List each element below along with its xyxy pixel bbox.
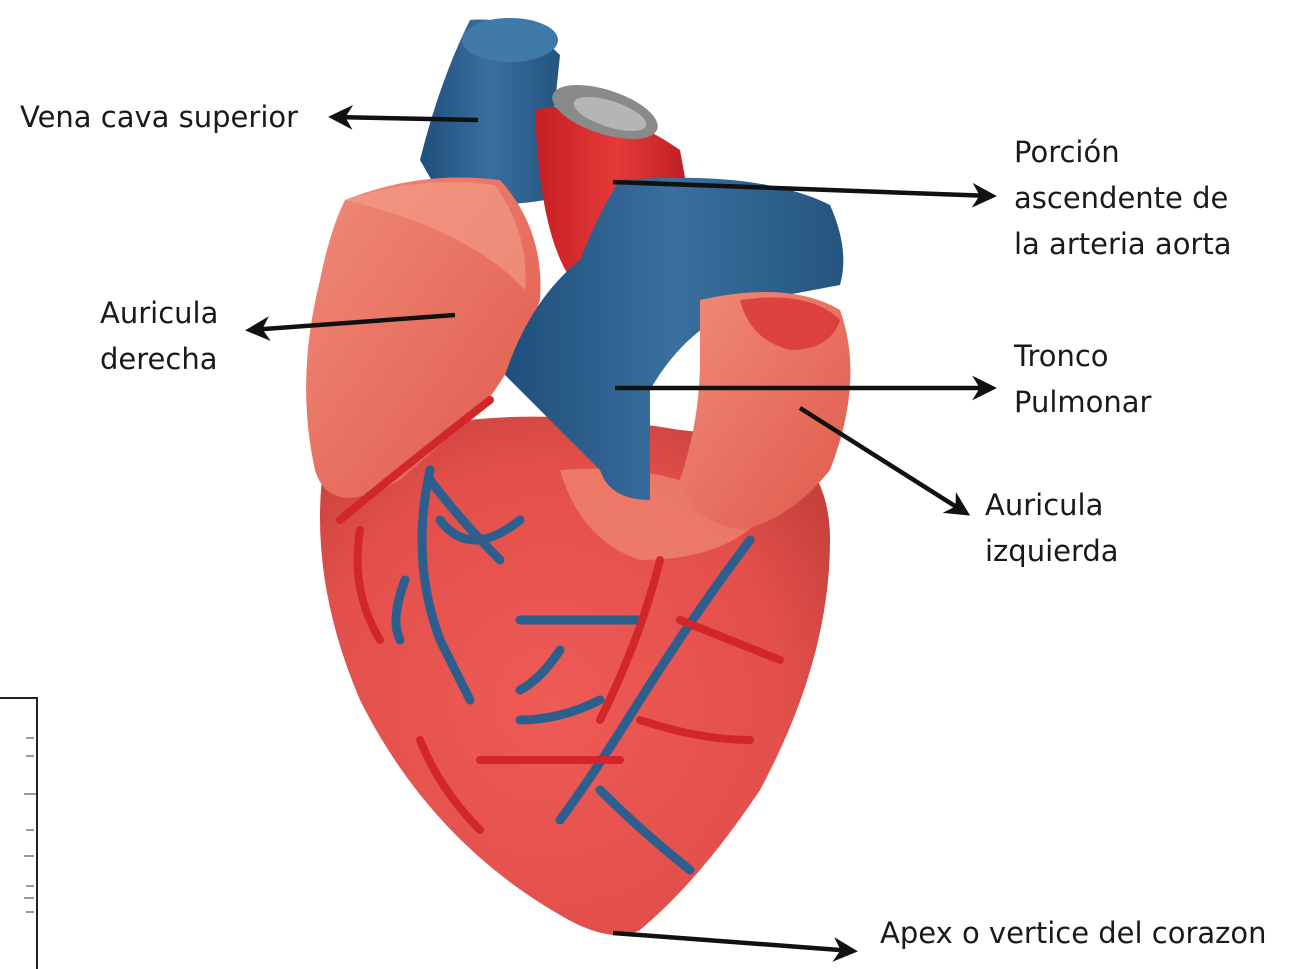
label-apex: Apex o vertice del corazon [880, 910, 1267, 956]
vena-cava-opening [462, 18, 558, 62]
arrow-vena-cava [333, 117, 478, 120]
label-auricula-izquierda: Auricula izquierda [985, 482, 1119, 574]
label-tronco-pulmonar: Tronco Pulmonar [1014, 333, 1151, 425]
label-porcion-ascendente-aorta: Porción ascendente de la arteria aorta [1014, 129, 1232, 267]
cropped-page-thumbnail [0, 697, 38, 969]
label-vena-cava-superior: Vena cava superior [20, 94, 298, 140]
label-auricula-derecha: Auricula derecha [100, 290, 218, 382]
arrow-apex [613, 933, 853, 951]
